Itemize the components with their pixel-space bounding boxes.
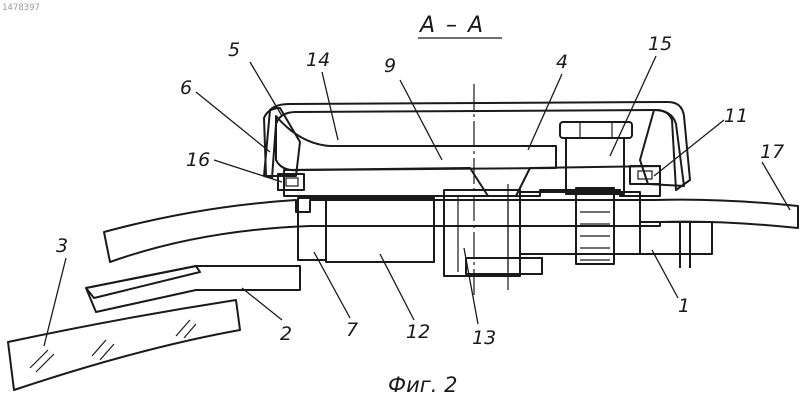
part-13-screw <box>444 190 542 276</box>
part-12-insert <box>326 198 434 262</box>
part-14-cushion <box>276 116 556 170</box>
label-17: 17 <box>760 141 784 163</box>
corner-id-text: 1478397 <box>2 3 40 13</box>
label-13: 13 <box>472 327 496 349</box>
label-16: 16 <box>186 149 210 171</box>
label-15: 15 <box>648 33 672 55</box>
label-11: 11 <box>724 105 748 127</box>
label-5: 5 <box>228 39 240 61</box>
label-4: 4 <box>556 51 568 73</box>
part-1-clamp-block <box>640 222 712 268</box>
part-2-support-plate <box>86 266 300 312</box>
label-7: 7 <box>346 319 358 341</box>
label-6: 6 <box>180 77 192 99</box>
label-3: 3 <box>56 235 68 257</box>
figure-caption: Фиг. 2 <box>388 373 457 397</box>
label-1: 1 <box>678 295 690 317</box>
part-17-strap <box>104 200 798 262</box>
part-7-ring <box>298 198 326 260</box>
label-2: 2 <box>280 323 292 345</box>
label-12: 12 <box>406 321 430 343</box>
section-label: A – A <box>418 13 485 38</box>
part-3-glass-plate <box>8 300 240 390</box>
label-9: 9 <box>384 55 396 77</box>
label-14: 14 <box>306 49 330 71</box>
